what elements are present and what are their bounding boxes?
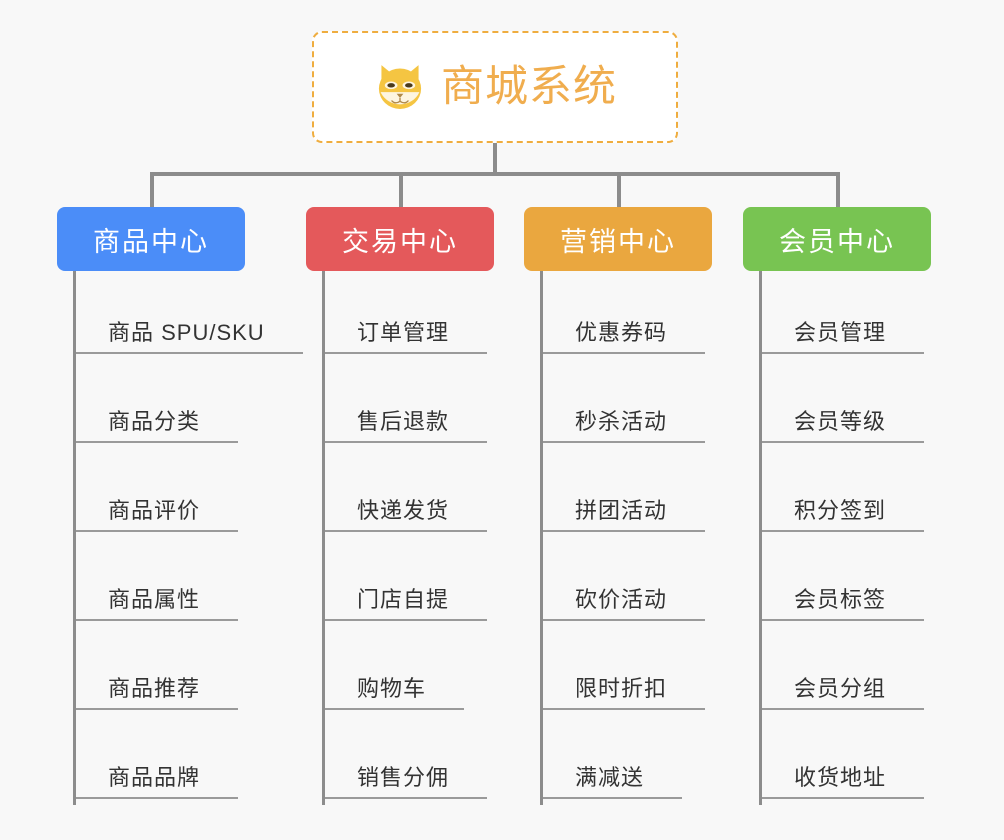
list-item[interactable]: 会员标签 [762, 538, 973, 627]
category-column-marketing: 营销中心 优惠券码 秒杀活动 拼团活动 砍价活动 限时折扣 满减送 [524, 207, 754, 805]
leaf-label: 会员分组 [762, 671, 925, 710]
leaf-label: 购物车 [325, 671, 465, 710]
connector-root-stem [493, 143, 497, 174]
category-box-product[interactable]: 商品中心 [57, 207, 245, 271]
leaf-list-product: 商品 SPU/SKU 商品分类 商品评价 商品属性 商品推荐 商品品牌 [73, 271, 303, 805]
leaf-label: 满减送 [543, 760, 683, 799]
list-item[interactable]: 限时折扣 [543, 627, 754, 716]
list-item[interactable]: 会员分组 [762, 627, 973, 716]
leaf-label: 会员管理 [762, 315, 925, 354]
leaf-label: 商品分类 [76, 404, 239, 443]
leaf-label: 商品评价 [76, 493, 239, 532]
leaf-label: 会员标签 [762, 582, 925, 621]
list-item[interactable]: 购物车 [325, 627, 536, 716]
list-item[interactable]: 拼团活动 [543, 449, 754, 538]
leaf-label: 售后退款 [325, 404, 488, 443]
list-item[interactable]: 门店自提 [325, 538, 536, 627]
list-item[interactable]: 会员管理 [762, 271, 973, 360]
list-item[interactable]: 收货地址 [762, 716, 973, 805]
category-column-trade: 交易中心 订单管理 售后退款 快递发货 门店自提 购物车 销售分佣 [306, 207, 536, 805]
list-item[interactable]: 砍价活动 [543, 538, 754, 627]
leaf-label: 商品品牌 [76, 760, 239, 799]
category-column-product: 商品中心 商品 SPU/SKU 商品分类 商品评价 商品属性 商品推荐 商品品牌 [57, 207, 303, 805]
root-node[interactable]: 商城系统 [312, 31, 678, 143]
leaf-label: 快递发货 [325, 493, 488, 532]
root-title: 商城系统 [441, 62, 617, 111]
leaf-label: 订单管理 [325, 315, 488, 354]
list-item[interactable]: 商品品牌 [76, 716, 287, 805]
list-item[interactable]: 商品 SPU/SKU [76, 271, 303, 360]
list-item[interactable]: 商品分类 [76, 360, 287, 449]
shiba-dog-face-icon [378, 65, 422, 109]
list-item[interactable]: 积分签到 [762, 449, 973, 538]
leaf-label: 秒杀活动 [543, 404, 706, 443]
leaf-label: 会员等级 [762, 404, 925, 443]
list-item[interactable]: 秒杀活动 [543, 360, 754, 449]
list-item[interactable]: 优惠券码 [543, 271, 754, 360]
leaf-label: 收货地址 [762, 760, 925, 799]
connector-drop-1 [150, 172, 154, 208]
list-item[interactable]: 商品推荐 [76, 627, 287, 716]
list-item[interactable]: 售后退款 [325, 360, 536, 449]
category-box-marketing[interactable]: 营销中心 [524, 207, 712, 271]
category-box-trade[interactable]: 交易中心 [306, 207, 494, 271]
leaf-label: 销售分佣 [325, 760, 488, 799]
connector-drop-3 [617, 172, 621, 208]
category-column-member: 会员中心 会员管理 会员等级 积分签到 会员标签 会员分组 收货地址 [743, 207, 973, 805]
list-item[interactable]: 快递发货 [325, 449, 536, 538]
leaf-label: 积分签到 [762, 493, 925, 532]
leaf-label: 商品 SPU/SKU [76, 315, 303, 354]
connector-bus-bar [150, 172, 840, 176]
leaf-label: 优惠券码 [543, 315, 706, 354]
category-box-member[interactable]: 会员中心 [743, 207, 931, 271]
leaf-label: 砍价活动 [543, 582, 706, 621]
connector-drop-2 [399, 172, 403, 208]
leaf-list-trade: 订单管理 售后退款 快递发货 门店自提 购物车 销售分佣 [322, 271, 536, 805]
list-item[interactable]: 商品评价 [76, 449, 287, 538]
list-item[interactable]: 销售分佣 [325, 716, 536, 805]
leaf-label: 限时折扣 [543, 671, 706, 710]
connector-drop-4 [836, 172, 840, 208]
leaf-list-member: 会员管理 会员等级 积分签到 会员标签 会员分组 收货地址 [759, 271, 973, 805]
leaf-label: 门店自提 [325, 582, 488, 621]
list-item[interactable]: 订单管理 [325, 271, 536, 360]
leaf-label: 拼团活动 [543, 493, 706, 532]
list-item[interactable]: 满减送 [543, 716, 754, 805]
leaf-label: 商品推荐 [76, 671, 239, 710]
leaf-list-marketing: 优惠券码 秒杀活动 拼团活动 砍价活动 限时折扣 满减送 [540, 271, 754, 805]
list-item[interactable]: 商品属性 [76, 538, 287, 627]
list-item[interactable]: 会员等级 [762, 360, 973, 449]
leaf-label: 商品属性 [76, 582, 239, 621]
